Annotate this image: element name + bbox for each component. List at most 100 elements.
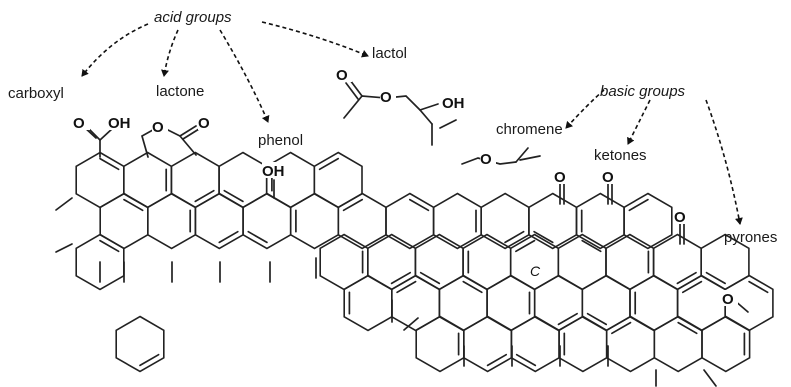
arrow-acid-to-carboxyl — [81, 23, 149, 77]
dashed-arrows — [81, 21, 743, 225]
hex-ring — [194, 192, 244, 250]
hex-ring — [462, 233, 512, 291]
hex-ring — [480, 192, 530, 250]
hex-ring — [75, 233, 125, 291]
hex-ring — [509, 233, 560, 291]
arrow-basic-to-ketones — [627, 99, 651, 145]
double-bond — [247, 230, 268, 244]
hex-ring — [385, 192, 435, 250]
hex-ring — [99, 192, 149, 250]
hex-ring — [623, 192, 673, 250]
carboxyl-label: carboxyl — [8, 85, 64, 102]
hex-ring — [432, 192, 483, 250]
ketones-label: ketones — [594, 147, 647, 164]
lactol-label: lactol — [372, 45, 407, 62]
hex-ring — [170, 151, 220, 209]
double-bond — [611, 321, 632, 335]
double-bond — [515, 353, 537, 367]
lactol-hydroxyl: OH — [442, 95, 465, 112]
double-bond — [677, 321, 698, 335]
double-bond — [515, 239, 536, 253]
hex-ring — [366, 233, 417, 291]
pyrone-carbonyl-oxygen: O — [674, 209, 686, 226]
hex-ring — [390, 274, 441, 332]
double-bond — [748, 280, 769, 294]
double-bond — [408, 198, 430, 212]
hex-ring — [319, 233, 369, 291]
hex-ring — [581, 274, 631, 332]
double-bond — [681, 280, 703, 294]
pyrones-label: pyrones — [724, 229, 777, 246]
double-bond — [504, 230, 525, 244]
double-bond — [586, 312, 608, 326]
double-bond — [194, 189, 215, 203]
arrow-basic-to-chromene — [565, 89, 605, 129]
hex-ring — [242, 192, 292, 250]
chromene-oxygen: O — [480, 151, 492, 168]
acid-groups-label: acid groups — [154, 9, 232, 26]
hex-ring — [147, 192, 197, 250]
lactone-label: lactone — [156, 83, 204, 100]
ketone-oxygen-2: O — [602, 169, 614, 186]
carboxyl-oxygen: O — [73, 115, 85, 132]
arrow-acid-to-phenol — [219, 29, 270, 123]
arrow-acid-to-lactone — [161, 29, 179, 77]
double-bond — [123, 198, 144, 212]
hex-ring — [462, 315, 513, 373]
hex-ring — [605, 315, 656, 373]
double-bond — [342, 198, 364, 212]
hex-ring — [415, 315, 465, 373]
hex-ring — [289, 192, 340, 250]
hex-ring — [676, 274, 727, 332]
hex-ring — [123, 151, 173, 209]
hex-ring — [510, 315, 560, 373]
double-bond — [390, 271, 412, 285]
hex-ring — [343, 274, 393, 332]
double-bond — [557, 312, 578, 326]
graphene-sheet — [75, 151, 774, 373]
hex-ring — [701, 315, 751, 373]
double-bond — [533, 230, 554, 244]
hex-ring — [605, 233, 655, 291]
double-bond — [99, 239, 120, 253]
hex-ring — [337, 192, 387, 250]
lactone-carbonyl-oxygen: O — [198, 115, 210, 132]
lactol-carbonyl-oxygen: O — [336, 67, 348, 84]
double-bond — [705, 271, 726, 285]
double-bond — [99, 157, 120, 171]
arrow-acid-to-lactol — [261, 21, 369, 58]
hex-ring — [575, 192, 625, 250]
double-bond — [139, 353, 160, 367]
phenol-label: phenol — [258, 132, 303, 149]
hex-ring — [558, 315, 608, 373]
group-labels: acid groups carboxyl lactone phenol lact… — [8, 9, 777, 246]
hex-ring — [115, 315, 165, 373]
double-bond — [581, 239, 602, 253]
double-bond — [396, 280, 417, 294]
hex-ring — [438, 274, 488, 332]
ketone-oxygen-1: O — [554, 169, 566, 186]
hex-ring — [75, 151, 125, 209]
hex-ring — [486, 274, 536, 332]
arrow-basic-to-pyrones — [705, 99, 743, 225]
pyrone-ring-oxygen: O — [722, 291, 734, 308]
basic-groups-label: basic groups — [600, 83, 686, 100]
hex-ring — [653, 315, 703, 373]
double-bond — [462, 280, 483, 294]
lactone-ring-oxygen: O — [152, 119, 164, 136]
phenol-hydroxyl: OH — [262, 163, 285, 180]
double-bond — [318, 157, 340, 171]
double-bond — [223, 189, 244, 203]
hex-ring — [533, 274, 584, 332]
double-bond — [486, 353, 508, 367]
double-bond — [218, 230, 239, 244]
hex-ring — [218, 151, 268, 209]
hex-ring — [652, 233, 703, 291]
double-bond — [628, 198, 649, 212]
hex-ring — [629, 274, 679, 332]
hex-ring — [414, 233, 464, 291]
hex-ring — [557, 233, 607, 291]
double-bond — [419, 271, 441, 285]
atom-labels: O OH O O OH O O OH O O O O O C — [73, 66, 738, 308]
